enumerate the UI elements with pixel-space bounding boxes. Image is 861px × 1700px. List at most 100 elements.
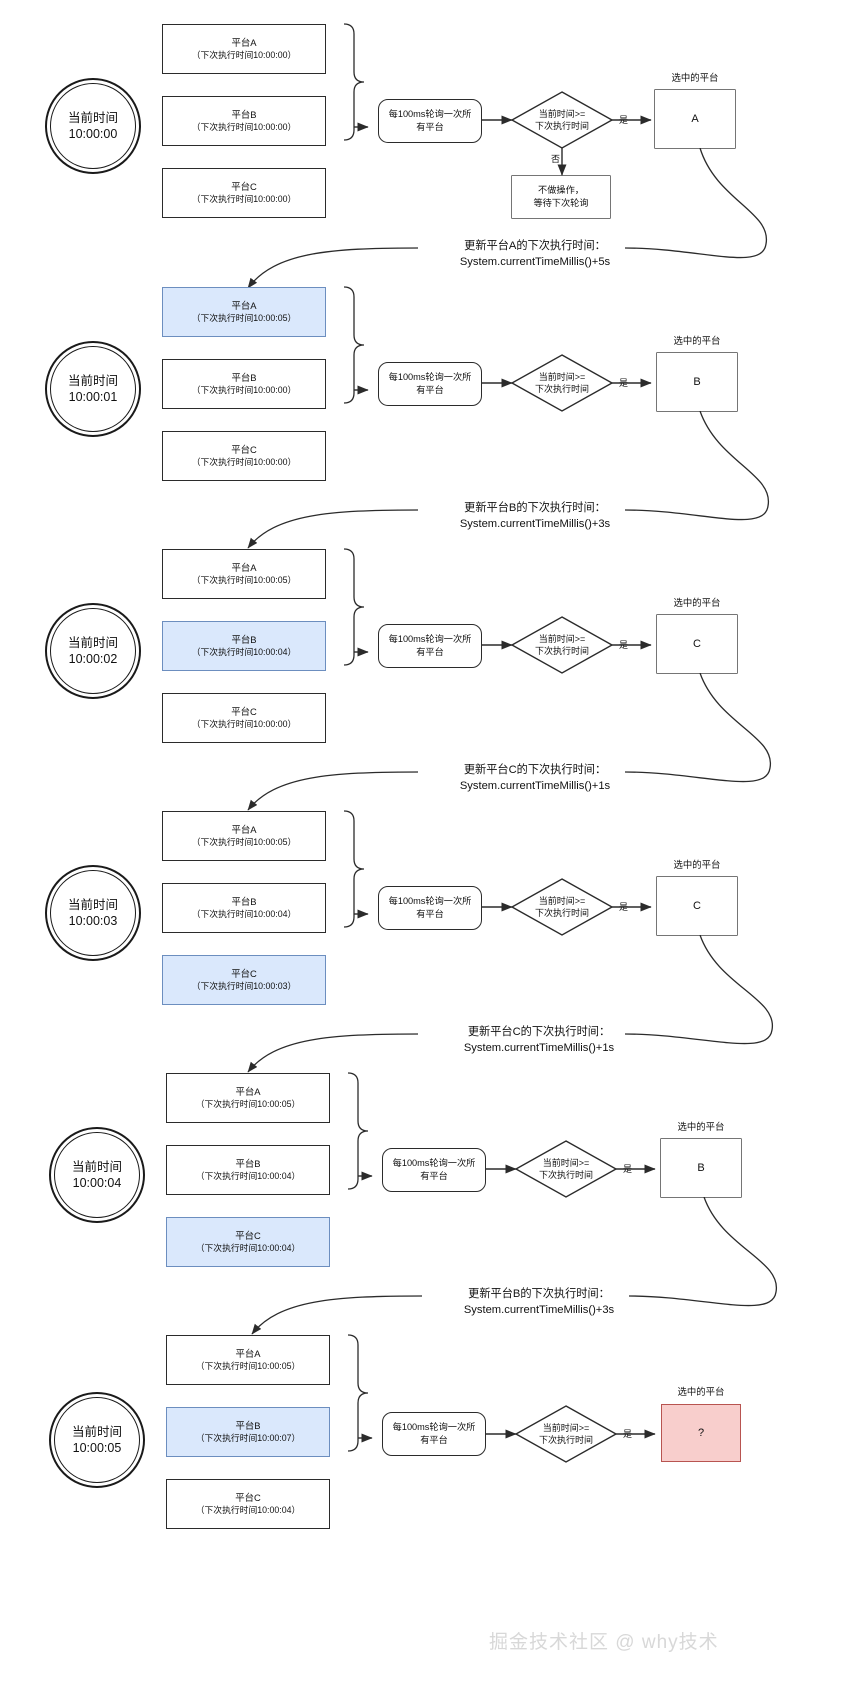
- transition-line1: 更新平台B的下次执行时间：: [464, 502, 606, 514]
- clock-title: 当前时间: [71, 1425, 122, 1439]
- noop-line2: 等待下次轮询: [533, 198, 589, 208]
- clock-title: 当前时间: [67, 374, 118, 388]
- platform-next-exec: （下次执行时间10:00:03）: [191, 981, 297, 991]
- poll-box-t1[interactable]: 每100ms轮询一次所有平台: [378, 362, 482, 406]
- clock-title: 当前时间: [67, 898, 118, 912]
- watermark: 掘金技术社区 @ why技术: [489, 1632, 719, 1653]
- decision-t3[interactable]: 当前时间>= 下次执行时间: [512, 891, 612, 923]
- transition-line1: 更新平台C的下次执行时间：: [463, 764, 607, 776]
- transition-label-1: 更新平台B的下次执行时间： System.currentTimeMillis()…: [405, 500, 665, 532]
- decision-line1: 当前时间>=: [542, 1423, 590, 1433]
- selected-platform-t3[interactable]: C: [657, 877, 737, 935]
- platform-next-exec: （下次执行时间10:00:04）: [195, 1171, 301, 1181]
- clock-time: 10:00:04: [72, 1176, 122, 1190]
- clock-inner-ring: [50, 870, 136, 956]
- transition-label-3: 更新平台C的下次执行时间： System.currentTimeMillis()…: [409, 1024, 669, 1056]
- poll-box-t3[interactable]: 每100ms轮询一次所有平台: [378, 886, 482, 930]
- clock-time: 10:00:05: [72, 1441, 122, 1455]
- platform-name: 平台B: [231, 372, 257, 383]
- poll-line2: 有平台: [420, 1435, 448, 1445]
- decision-t0[interactable]: 当前时间>= 下次执行时间: [512, 104, 612, 136]
- platform-next-exec: （下次执行时间10:00:00）: [191, 457, 297, 467]
- poll-line2: 有平台: [416, 647, 444, 657]
- platform-next-exec: （下次执行时间10:00:05）: [191, 837, 297, 847]
- platform-name: 平台C: [231, 968, 257, 979]
- poll-line1: 每100ms轮询一次所: [388, 634, 472, 644]
- platform-box-b-t5[interactable]: 平台B （下次执行时间10:00:07）: [166, 1407, 330, 1457]
- poll-box-t2[interactable]: 每100ms轮询一次所有平台: [378, 624, 482, 668]
- platform-box-c-t2[interactable]: 平台C （下次执行时间10:00:00）: [162, 693, 326, 743]
- platform-box-b-t0[interactable]: 平台B （下次执行时间10:00:00）: [162, 96, 326, 146]
- selected-platform-t0[interactable]: A: [655, 90, 735, 148]
- poll-box-t4[interactable]: 每100ms轮询一次所有平台: [382, 1148, 486, 1192]
- yes-label-t0: 是: [619, 115, 629, 125]
- transition-line2: System.currentTimeMillis()+3s: [463, 1304, 615, 1316]
- selected-platform-t5[interactable]: ?: [661, 1404, 741, 1462]
- platform-name: 平台C: [231, 444, 257, 455]
- platform-box-b-t4[interactable]: 平台B （下次执行时间10:00:04）: [166, 1145, 330, 1195]
- poll-line1: 每100ms轮询一次所: [388, 109, 472, 119]
- platform-box-a-t4[interactable]: 平台A （下次执行时间10:00:05）: [166, 1073, 330, 1123]
- platform-next-exec: （下次执行时间10:00:04）: [191, 909, 297, 919]
- decision-t1[interactable]: 当前时间>= 下次执行时间: [512, 367, 612, 399]
- platform-box-c-t1[interactable]: 平台C （下次执行时间10:00:00）: [162, 431, 326, 481]
- selected-platform-t1[interactable]: B: [657, 353, 737, 411]
- platform-next-exec: （下次执行时间10:00:00）: [191, 50, 297, 60]
- poll-line2: 有平台: [420, 1171, 448, 1181]
- noop-box-t0[interactable]: 不做操作， 等待下次轮询: [512, 176, 610, 218]
- decision-line1: 当前时间>=: [538, 109, 586, 119]
- decision-line2: 下次执行时间: [534, 908, 589, 918]
- transition-label-0: 更新平台A的下次执行时间： System.currentTimeMillis()…: [405, 238, 665, 270]
- platform-name: 平台B: [235, 1420, 261, 1431]
- platform-box-b-t3[interactable]: 平台B （下次执行时间10:00:04）: [162, 883, 326, 933]
- clock-t5: 当前时间 10:00:05: [49, 1392, 145, 1488]
- platform-box-c-t3[interactable]: 平台C （下次执行时间10:00:03）: [162, 955, 326, 1005]
- decision-t4[interactable]: 当前时间>=下次执行时间: [516, 1153, 616, 1185]
- decision-line2: 下次执行时间: [538, 1170, 593, 1180]
- platform-next-exec: （下次执行时间10:00:04）: [195, 1505, 301, 1515]
- platform-name: 平台C: [235, 1230, 261, 1241]
- poll-box-t5[interactable]: 每100ms轮询一次所有平台: [382, 1412, 486, 1456]
- platform-name: 平台B: [231, 109, 257, 120]
- selected-platform-t4[interactable]: B: [661, 1139, 741, 1197]
- poll-box-t0[interactable]: 每100ms轮询一次所有平台: [378, 99, 482, 143]
- platform-next-exec: （下次执行时间10:00:00）: [191, 719, 297, 729]
- platform-name: 平台B: [231, 634, 257, 645]
- platform-box-a-t3[interactable]: 平台A （下次执行时间10:00:05）: [162, 811, 326, 861]
- platform-box-b-t2[interactable]: 平台B （下次执行时间10:00:04）: [162, 621, 326, 671]
- clock-time: 10:00:01: [68, 390, 118, 404]
- platform-next-exec: （下次执行时间10:00:05）: [195, 1099, 301, 1109]
- clock-inner-ring: [50, 83, 136, 169]
- platform-next-exec: （下次执行时间10:00:04）: [191, 647, 297, 657]
- platform-name: 平台A: [231, 562, 257, 573]
- platform-box-c-t0[interactable]: 平台C （下次执行时间10:00:00）: [162, 168, 326, 218]
- platform-name: 平台C: [235, 1492, 261, 1503]
- selected-caption-t0: 选中的平台: [671, 72, 719, 83]
- selected-platform-t2[interactable]: C: [657, 615, 737, 673]
- platform-box-c-t5[interactable]: 平台C （下次执行时间10:00:04）: [166, 1479, 330, 1529]
- platform-box-b-t1[interactable]: 平台B （下次执行时间10:00:00）: [162, 359, 326, 409]
- platform-name: 平台B: [235, 1158, 261, 1169]
- platform-box-a-t5[interactable]: 平台A （下次执行时间10:00:05）: [166, 1335, 330, 1385]
- transition-line2: System.currentTimeMillis()+1s: [463, 1042, 615, 1054]
- clock-title: 当前时间: [71, 1160, 122, 1174]
- decision-line1: 当前时间>=: [538, 896, 586, 906]
- platform-box-c-t4[interactable]: 平台C （下次执行时间10:00:04）: [166, 1217, 330, 1267]
- poll-line1: 每100ms轮询一次所: [392, 1422, 476, 1432]
- platform-name: 平台C: [231, 706, 257, 717]
- platform-box-a-t1[interactable]: 平台A （下次执行时间10:00:05）: [162, 287, 326, 337]
- transition-line2: System.currentTimeMillis()+3s: [459, 518, 611, 530]
- platform-box-a-t0[interactable]: 平台A （下次执行时间10:00:00）: [162, 24, 326, 74]
- decision-t5[interactable]: 当前时间>=下次执行时间: [516, 1418, 616, 1450]
- transition-line2: System.currentTimeMillis()+5s: [459, 256, 611, 268]
- poll-line1: 每100ms轮询一次所: [388, 896, 472, 906]
- platform-box-a-t2[interactable]: 平台A （下次执行时间10:00:05）: [162, 549, 326, 599]
- platform-next-exec: （下次执行时间10:00:00）: [191, 385, 297, 395]
- yes-label-t4: 是: [623, 1164, 633, 1174]
- decision-t2[interactable]: 当前时间>=下次执行时间: [512, 629, 612, 661]
- decision-line1: 当前时间>=: [538, 372, 586, 382]
- decision-line2: 下次执行时间: [534, 121, 589, 131]
- decision-line2: 下次执行时间: [534, 384, 589, 394]
